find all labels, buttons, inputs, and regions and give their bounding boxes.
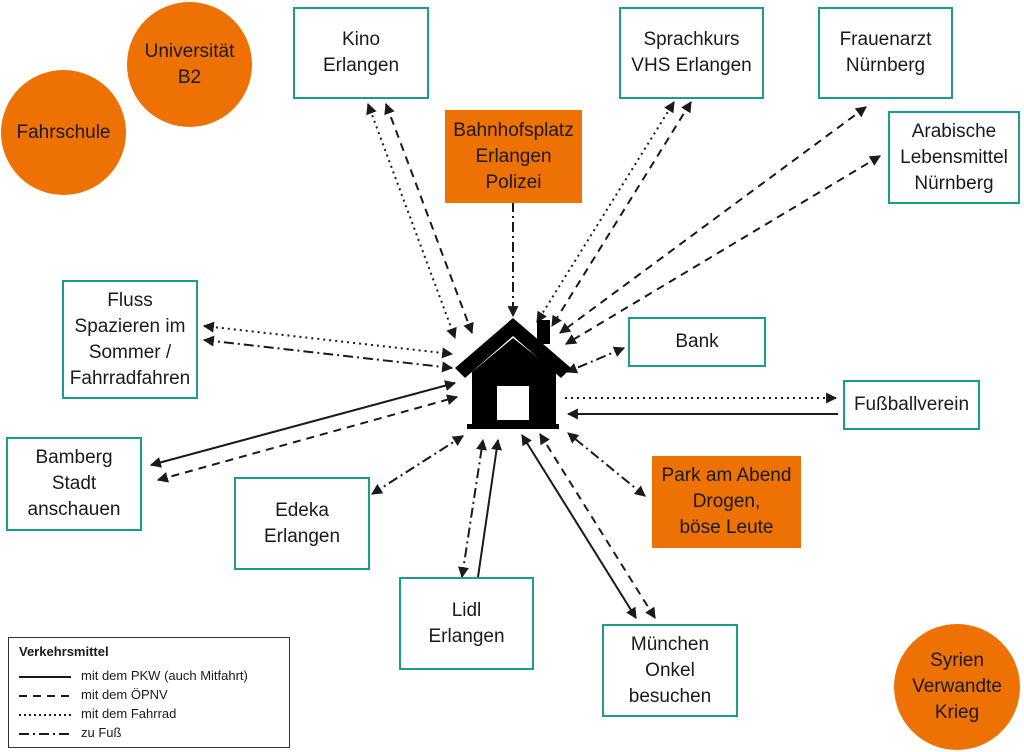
arrow-bank-fuss — [565, 346, 626, 374]
dash-dot-line-icon — [19, 733, 71, 735]
legend-row-fahrrad: mit dem Fahrrad — [17, 706, 287, 724]
arrow-frauenarzt-oepnv — [559, 106, 867, 334]
arrow-lidl-pkw — [477, 438, 503, 578]
house-icon — [455, 318, 571, 429]
node-park: Park am Abend Drogen, böse Leute — [652, 456, 801, 548]
node-lidl: Lidl Erlangen — [399, 577, 534, 670]
arrow-park-fuss — [567, 432, 646, 497]
node-frauenarzt: Frauenarzt Nürnberg — [818, 7, 953, 99]
node-fluss: Fluss Spazieren im Sommer / Fahrradfahre… — [62, 280, 198, 399]
circle-fahrschule: Fahrschule — [1, 70, 126, 195]
legend-label-fuss: zu Fuß — [81, 725, 122, 740]
legend-row-fuss: zu Fuß — [17, 725, 287, 743]
arrow-muenchen-oepnv — [539, 433, 656, 619]
solid-line-icon — [19, 676, 71, 678]
circle-syrien: Syrien Verwandte Krieg — [894, 624, 1020, 750]
node-bamberg: Bamberg Stadt anschauen — [6, 437, 142, 531]
node-arabische: Arabische Lebensmittel Nürnberg — [888, 111, 1020, 204]
arrow-lidl-fuss — [458, 438, 487, 579]
circle-universitaet: Universität B2 — [127, 2, 252, 127]
node-sprachkurs: Sprachkurs VHS Erlangen — [619, 7, 764, 99]
legend: Verkehrsmittel mit dem PKW (auch Mitfahr… — [8, 637, 290, 748]
arrow-kino-fahrrad — [366, 102, 457, 340]
arrow-fluss-fuss — [202, 335, 454, 373]
legend-title: Verkehrsmittel — [19, 644, 109, 659]
dashed-line-icon — [19, 695, 71, 697]
node-bank: Bank — [628, 317, 766, 367]
node-kino: Kino Erlangen — [293, 7, 429, 99]
node-edeka: Edeka Erlangen — [234, 477, 370, 570]
arrow-arabische-oepnv — [565, 155, 881, 345]
legend-row-pkw: mit dem PKW (auch Mitfahrt) — [17, 668, 287, 686]
node-bahnhof: Bahnhofsplatz Erlangen Polizei — [445, 110, 582, 203]
node-muenchen: München Onkel besuchen — [602, 624, 738, 717]
arrow-fluss-fahrrad — [202, 321, 454, 359]
arrow-muenchen-pkw — [521, 434, 637, 619]
node-fussball: Fußballverein — [843, 380, 980, 430]
dotted-line-icon — [19, 714, 71, 716]
arrow-kino-oepnv — [384, 102, 474, 335]
arrow-edeka-fuss — [371, 435, 464, 495]
legend-label-fahrrad: mit dem Fahrrad — [81, 706, 177, 721]
arrow-bamberg-oepnv — [156, 394, 459, 483]
legend-label-oepnv: mit dem ÖPNV — [81, 687, 168, 702]
legend-row-oepnv: mit dem ÖPNV — [17, 687, 287, 705]
legend-label-pkw: mit dem PKW (auch Mitfahrt) — [81, 668, 248, 683]
